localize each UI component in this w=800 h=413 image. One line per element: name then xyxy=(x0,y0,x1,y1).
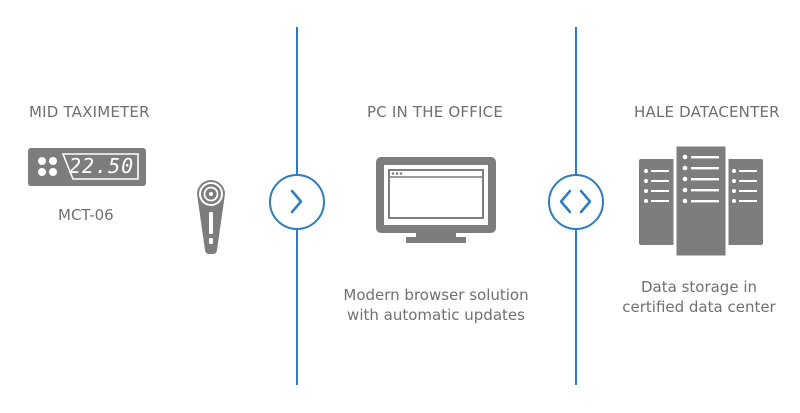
chevron-left-right-icon xyxy=(559,189,592,214)
datacenter-caption: Data storage in certified data center xyxy=(604,277,794,317)
taximeter-model: MCT-06 xyxy=(58,206,114,224)
pc-caption-line1: Modern browser solution xyxy=(343,286,529,304)
connector-right xyxy=(269,174,325,230)
server-rack-icon xyxy=(639,143,763,259)
ibutton-key-icon xyxy=(193,176,229,256)
taximeter-icon xyxy=(28,148,146,186)
datacenter-caption-line1: Data storage in xyxy=(640,278,757,296)
connector-bidirectional xyxy=(548,174,604,230)
taximeter-display: 22.50 xyxy=(69,154,135,178)
chevron-right-icon xyxy=(290,189,303,214)
datacenter-caption-line2: certified data center xyxy=(622,298,776,316)
monitor-icon xyxy=(376,157,496,243)
pc-caption: Modern browser solution with automatic u… xyxy=(336,285,536,325)
pc-caption-line2: with automatic updates xyxy=(347,306,525,324)
pc-title: PC IN THE OFFICE xyxy=(366,103,504,121)
taximeter-title: MID TAXIMETER xyxy=(29,103,150,121)
datacenter-title: HALE DATACENTER xyxy=(634,103,780,121)
